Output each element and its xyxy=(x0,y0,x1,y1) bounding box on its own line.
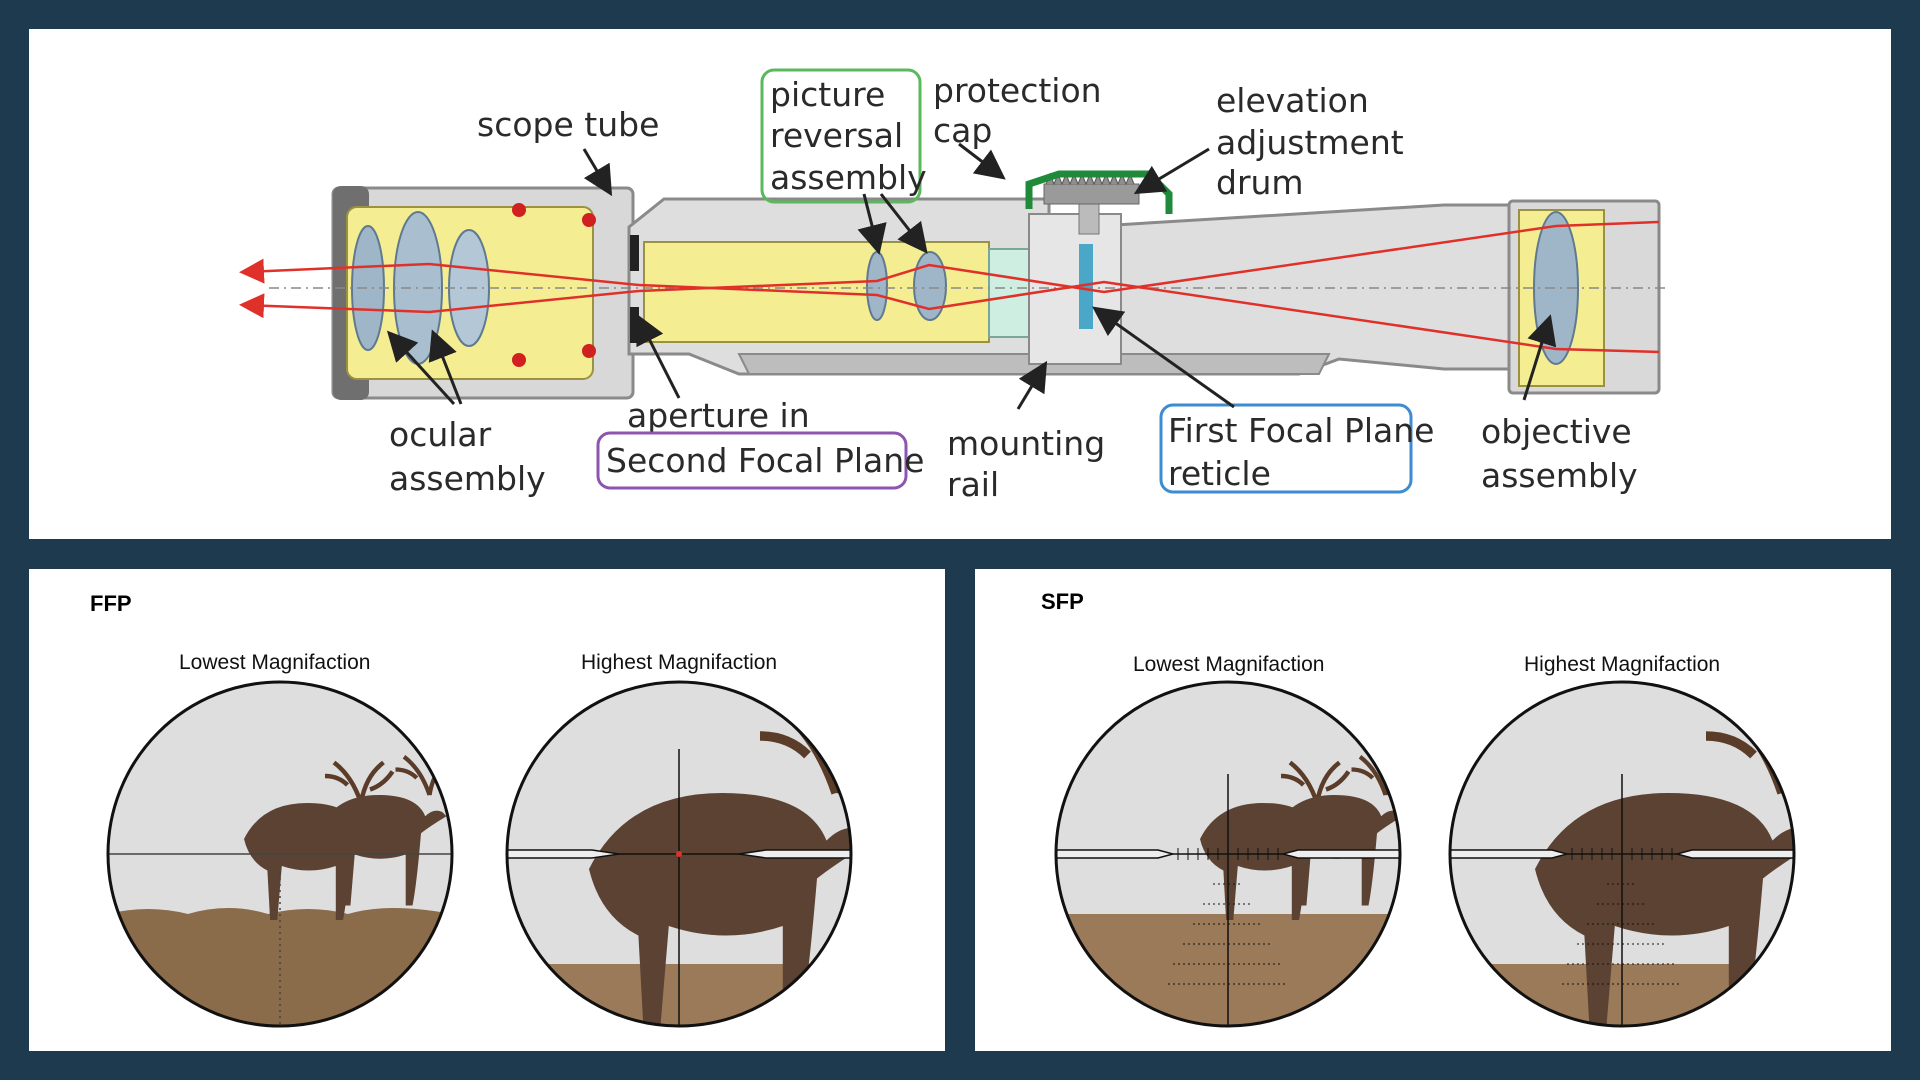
scope-cross-section: scope tube picture reversal assembly pro… xyxy=(239,68,1669,504)
label-mounting-2: rail xyxy=(947,465,999,504)
ffp-title: FFP xyxy=(90,591,132,616)
label-elevation-3: drum xyxy=(1216,163,1304,202)
aperture-second-focal-plane xyxy=(630,235,639,343)
label-picture-reversal-2: reversal xyxy=(770,116,903,155)
sfp-low-label: Lowest Magnifaction xyxy=(1133,653,1324,676)
label-ocular-2: assembly xyxy=(389,459,546,498)
ffp-panel: FFP Lowest Magnifaction Highest Magnifac… xyxy=(29,569,945,1051)
objective-assembly xyxy=(1518,209,1605,387)
sfp-high-view xyxy=(1448,680,1796,1028)
label-objective-2: assembly xyxy=(1481,456,1638,495)
label-ocular-1: ocular xyxy=(389,415,492,454)
label-scope-tube: scope tube xyxy=(477,105,659,144)
ffp-illustration: FFP Lowest Magnifaction Highest Magnifac… xyxy=(90,591,853,1028)
first-focal-plane-box xyxy=(1159,403,1413,494)
turret-housing xyxy=(1025,170,1173,365)
ffp-low-label: Lowest Magnifaction xyxy=(179,651,370,674)
label-ffp-reticle-2: reticle xyxy=(1168,454,1271,493)
label-protection-cap-2: cap xyxy=(933,111,992,150)
erector-assembly xyxy=(643,241,1080,343)
diagram-labels: scope tube picture reversal assembly pro… xyxy=(389,68,1638,504)
light-rays xyxy=(239,220,1660,354)
label-elevation-2: adjustment xyxy=(1216,123,1404,162)
sfp-high-label: Highest Magnifaction xyxy=(1524,653,1720,676)
label-aperture-1: aperture in xyxy=(627,396,810,435)
sfp-low-view xyxy=(1054,680,1402,1028)
label-elevation-1: elevation xyxy=(1216,81,1369,120)
label-ffp-reticle-1: First Focal Plane xyxy=(1168,411,1434,450)
sfp-panel: SFP Lowest Magnifaction Highest Magnifac… xyxy=(975,569,1891,1051)
scope-diagram-panel: scope tube picture reversal assembly pro… xyxy=(29,29,1891,539)
label-picture-reversal-1: picture xyxy=(770,75,885,114)
picture-reversal-box xyxy=(760,68,922,204)
ocular-assembly xyxy=(346,203,596,380)
ffp-high-view xyxy=(505,680,853,1028)
label-picture-reversal-3: assembly xyxy=(770,158,927,197)
ffp-high-label: Highest Magnifaction xyxy=(581,651,777,674)
second-focal-plane-box xyxy=(596,431,908,490)
label-aperture-2: Second Focal Plane xyxy=(606,441,924,480)
label-objective-1: objective xyxy=(1481,412,1632,451)
ffp-low-view xyxy=(106,680,454,1028)
pointer-arrows xyxy=(386,142,1557,410)
label-protection-cap-1: protection xyxy=(933,71,1102,110)
label-mounting-1: mounting xyxy=(947,424,1105,463)
sfp-title: SFP xyxy=(1041,589,1084,614)
sfp-illustration: SFP Lowest Magnifaction Highest Magnifac… xyxy=(1041,589,1796,1028)
